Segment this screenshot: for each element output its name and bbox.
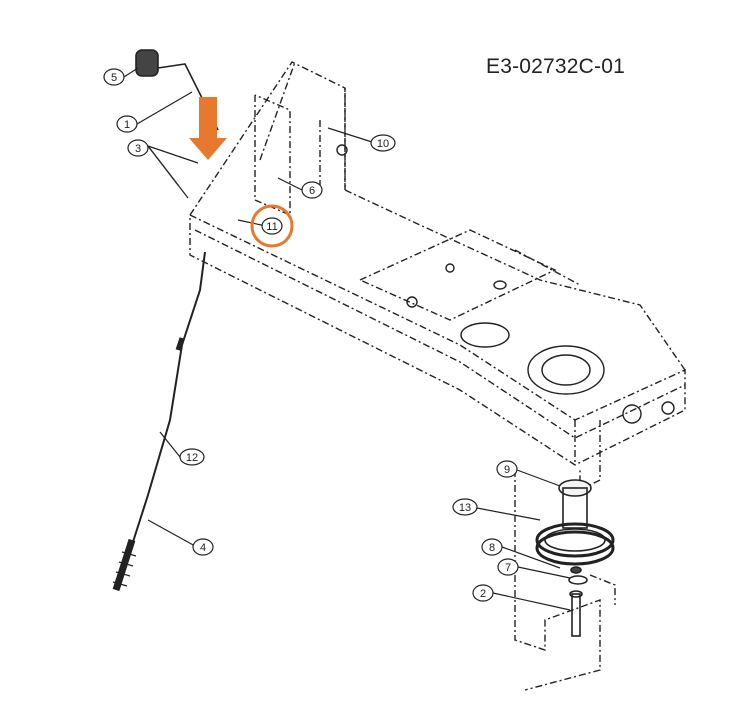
- callout-13: 13: [452, 498, 478, 516]
- svg-text:9: 9: [504, 464, 510, 476]
- callout-6: 6: [301, 181, 323, 199]
- idler-pulley-assembly: [535, 479, 615, 637]
- svg-text:4: 4: [200, 542, 206, 554]
- callout-2: 2: [472, 584, 494, 602]
- callouts: 5 1 3 10 6 11 12 4 9 13 8 7 2: [103, 68, 519, 602]
- highlight-circle: [250, 204, 294, 248]
- svg-text:13: 13: [459, 502, 471, 514]
- nut: [570, 566, 582, 574]
- callout-5: 5: [103, 68, 125, 86]
- cable-spring: [112, 538, 136, 592]
- svg-text:3: 3: [135, 143, 141, 155]
- callout-12: 12: [179, 448, 205, 466]
- svg-text:11: 11: [266, 221, 277, 233]
- highlight-arrow: [189, 97, 227, 160]
- callout-1: 1: [116, 115, 138, 133]
- svg-text:2: 2: [480, 588, 486, 600]
- frame-holes: [336, 144, 675, 424]
- svg-text:7: 7: [505, 562, 511, 574]
- callout-4: 4: [192, 538, 214, 556]
- callout-3: 3: [127, 139, 149, 157]
- bolt: [571, 593, 581, 637]
- svg-text:12: 12: [186, 452, 198, 464]
- callout-10: 10: [370, 134, 396, 152]
- svg-text:5: 5: [111, 72, 117, 84]
- cable-spring-coils: [112, 551, 137, 587]
- svg-text:8: 8: [489, 542, 495, 554]
- callout-8: 8: [481, 538, 503, 556]
- frame-outline: [189, 61, 686, 691]
- svg-text:1: 1: [124, 119, 130, 131]
- lever-knob: [135, 49, 159, 77]
- pulley-outer: [535, 522, 615, 558]
- svg-text:6: 6: [309, 185, 315, 197]
- callout-11: 11: [261, 217, 283, 235]
- svg-text:10: 10: [377, 138, 389, 150]
- callout-9: 9: [496, 460, 518, 478]
- washer: [568, 575, 588, 585]
- callout-7: 7: [497, 558, 519, 576]
- deck-lift-cable: [112, 251, 206, 592]
- diagram-code: E3-02732C-01: [486, 55, 625, 78]
